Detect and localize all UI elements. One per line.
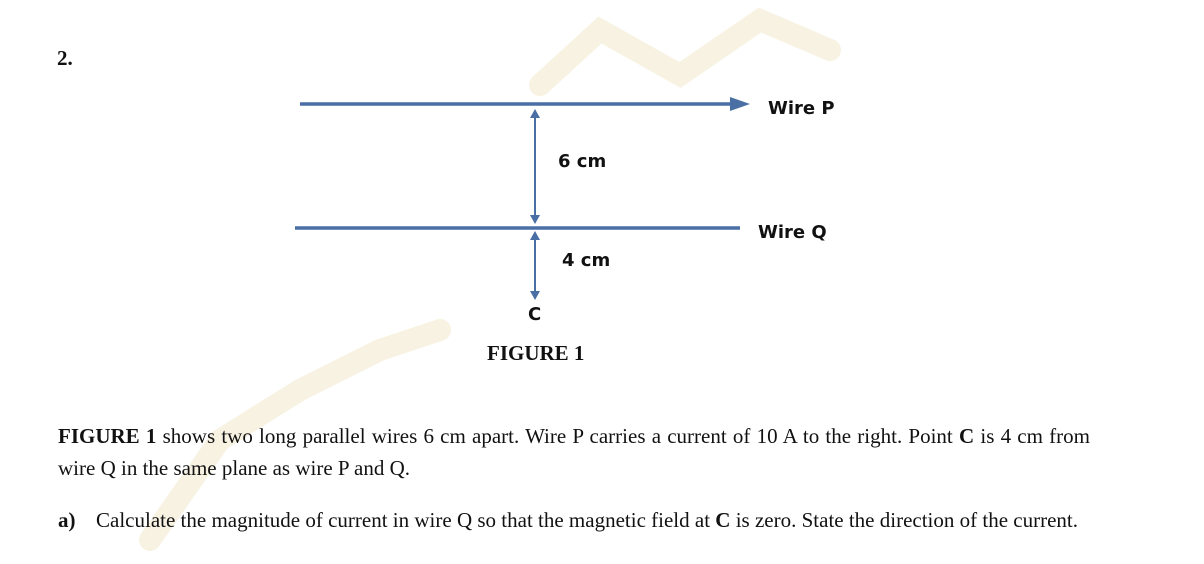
distance-arrow-qc-head-down (530, 291, 540, 300)
figure-caption: FIGURE 1 (487, 341, 585, 365)
part-a-label: a) (58, 508, 76, 532)
point-c-reference: C (715, 508, 731, 532)
figure-reference: FIGURE 1 (58, 424, 157, 448)
wire-p-arrowhead (730, 97, 750, 111)
distance-arrow-qc-head-up (530, 231, 540, 240)
intro-text: is 4 cm from wire Q in the same plane as… (58, 424, 1090, 480)
question-number: 2. (57, 46, 73, 70)
watermark-stroke (529, 7, 841, 96)
distance-arrow-pq-head-up (530, 109, 540, 118)
part-a-text-end: is zero. State the direction of the curr… (730, 508, 1079, 532)
distance-arrow-pq-head-down (530, 215, 540, 224)
part-a: a) Calculate the magnitude of current in… (58, 504, 1090, 536)
distance-qc-label: 4 cm (562, 250, 611, 271)
watermark-stroke (139, 319, 451, 551)
figure-diagram (295, 97, 750, 300)
part-a-text: Calculate the magnitude of current in wi… (96, 504, 1090, 536)
intro-text: shows two long parallel wires 6 cm apart… (156, 424, 959, 448)
wire-p-label: Wire P (768, 98, 835, 119)
distance-pq-label: 6 cm (558, 151, 607, 172)
part-a-text-start: Calculate the magnitude of current in wi… (96, 508, 716, 532)
point-c-label: C (528, 304, 542, 325)
point-c-reference: C (958, 424, 975, 448)
wire-q-label: Wire Q (758, 222, 827, 243)
question-intro: FIGURE 1 shows two long parallel wires 6… (58, 420, 1090, 484)
